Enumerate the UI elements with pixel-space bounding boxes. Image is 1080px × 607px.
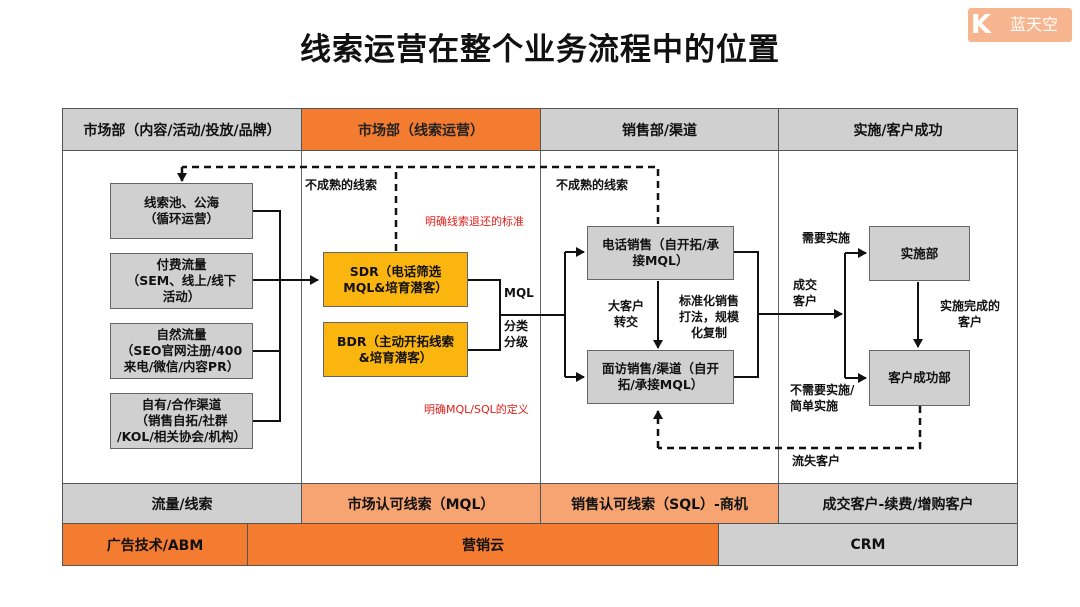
implementation-box: 实施部 <box>869 226 970 281</box>
platform-marketing-cloud: 营销云 <box>247 523 719 566</box>
dashed-lost-customers <box>658 406 922 450</box>
label-deal: 成交客户 <box>793 278 818 308</box>
label-no-implementation: 不需要实施/简单实施 <box>790 383 855 413</box>
header-marketing-leadops: 市场部（线索运营） <box>301 108 541 151</box>
dashed-return-top <box>182 165 660 224</box>
stage-traffic-leads: 流量/线索 <box>62 483 302 524</box>
platform-adtech: 广告技术/ABM <box>62 523 248 566</box>
connector-sdr-bdr <box>468 279 501 351</box>
stage-sql: 销售认可线索（SQL）-商机 <box>540 483 779 524</box>
column-divider <box>778 150 779 484</box>
label-immature-leads: 不成熟的线索 <box>556 178 629 192</box>
brand-logo <box>968 8 1072 42</box>
column-divider <box>540 150 541 484</box>
customer-success-box: 客户成功部 <box>869 350 970 406</box>
source-owned-channels: 自有/合作渠道（销售自拓/社群/KOL/相关协会/机构） <box>110 393 253 449</box>
label-grade: 分级 <box>504 335 529 349</box>
logo-mark: K <box>970 10 992 40</box>
logo-text: 蓝天空 <box>1009 15 1058 34</box>
source-paid-traffic: 付费流量（SEM、线上/线下活动） <box>110 253 253 309</box>
label-impl-done: 实施完成的客户 <box>939 299 1000 329</box>
label-lost-customers: 流失客户 <box>792 454 841 468</box>
phone-sales-box: 电话销售（自开拓/承接MQL） <box>587 226 734 280</box>
stage-mql: 市场认可线索（MQL） <box>301 483 541 524</box>
stage-customers: 成交客户-续费/增购客户 <box>778 483 1018 524</box>
column-divider <box>301 150 302 484</box>
connector-sources <box>253 210 281 422</box>
header-implementation: 实施/客户成功 <box>778 108 1018 151</box>
source-lead-pool: 线索池、公海（循环运营） <box>110 183 253 239</box>
header-sales: 销售部/渠道 <box>540 108 779 151</box>
label-mql-definition: 明确MQL/SQL的定义 <box>424 403 529 416</box>
platform-crm: CRM <box>718 523 1018 566</box>
label-mql: MQL <box>504 286 534 300</box>
label-immature-leads: 不成熟的线索 <box>305 178 378 192</box>
label-need-implementation: 需要实施 <box>802 231 851 245</box>
field-sales-box: 面访销售/渠道（自开拓/承接MQL） <box>587 350 734 404</box>
label-return-standard: 明确线索退还的标准 <box>425 215 524 228</box>
label-big-client: 大客户转交 <box>607 299 644 329</box>
header-marketing-content: 市场部（内容/活动/投放/品牌） <box>62 108 302 151</box>
page-title: 线索运营在整个业务流程中的位置 <box>300 32 780 68</box>
label-classify: 分类 <box>504 319 529 333</box>
bdr-box: BDR（主动开拓线索&培育潜客） <box>323 322 468 377</box>
label-standardized-sales: 标准化销售打法，规模化复制 <box>678 294 739 340</box>
